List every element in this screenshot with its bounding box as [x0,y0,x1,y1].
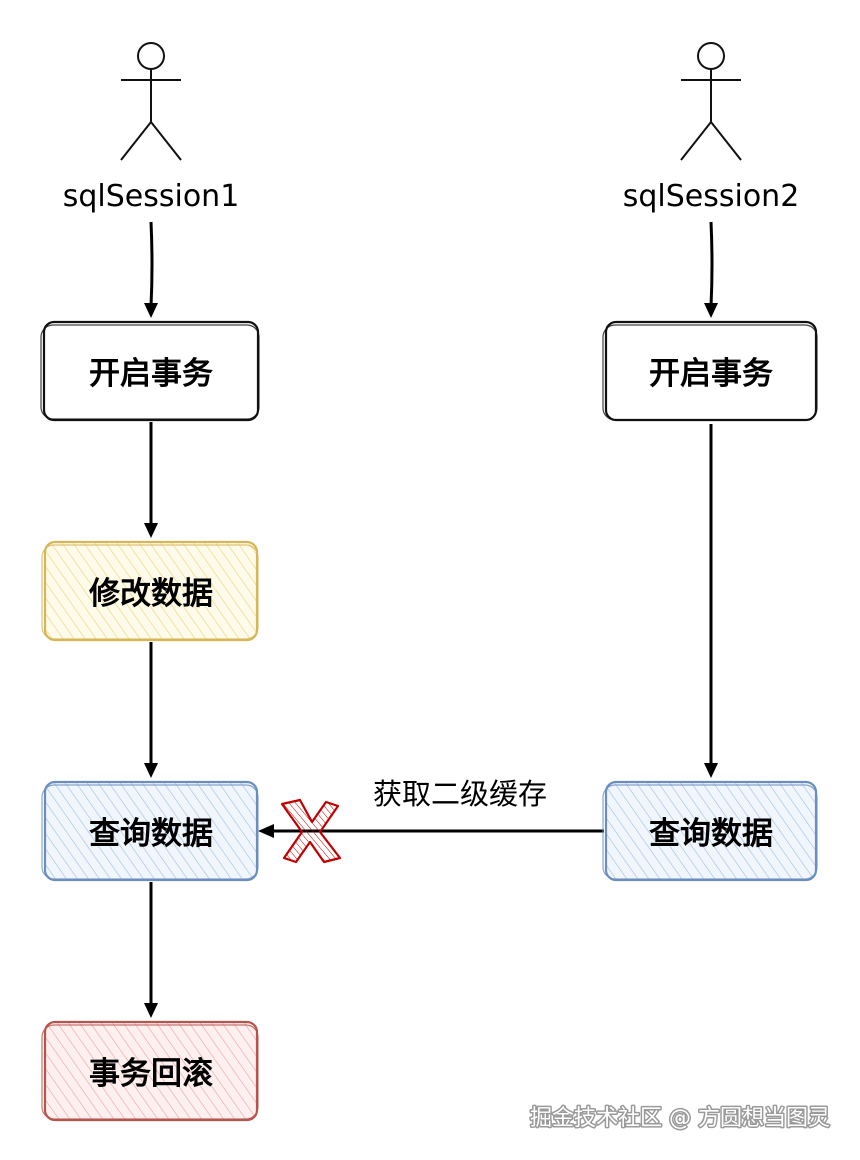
actor-head [697,42,725,70]
cache-read-label: 获取二级缓存 [373,777,547,811]
box-s1-modify: 修改数据 [41,540,259,642]
box-s1-modify-label: 修改数据 [88,576,213,612]
box-s2-begin: 开启事务 [602,320,818,422]
actor-session1-label: sqlSession1 [63,179,240,214]
right-arrowheads [704,303,718,778]
actor-session2-label: sqlSession2 [623,179,800,214]
actor-left-leg [120,121,152,161]
actor-right-leg [710,121,742,161]
box-s2-query-label: 查询数据 [649,816,773,852]
arrow-s2-to-begin [709,221,714,307]
actor-session1 [120,42,182,161]
box-s2-query: 查询数据 [602,780,818,882]
box-s1-query: 查询数据 [41,780,259,882]
watermark-text: 掘金技术社区 @ 方圆想当图灵 [530,1106,830,1131]
cache-read-arrowhead [258,824,274,838]
box-s1-rollback-label: 事务回滚 [89,1056,213,1092]
arrow-s1-to-begin [149,221,154,307]
box-s1-query-label: 查询数据 [89,816,213,852]
left-flow-arrows [149,221,154,1006]
box-s1-rollback: 事务回滚 [41,1020,259,1122]
box-s1-begin: 开启事务 [40,320,260,422]
actor-right-leg [150,121,182,161]
actor-left-leg [680,121,712,161]
box-s2-begin-label: 开启事务 [649,356,773,392]
actor-session2 [680,42,742,161]
red-x-icon [280,798,342,864]
right-flow-arrows [709,221,714,766]
actor-head [137,42,165,70]
box-s1-begin-label: 开启事务 [89,356,213,392]
left-arrowheads [144,303,158,1018]
